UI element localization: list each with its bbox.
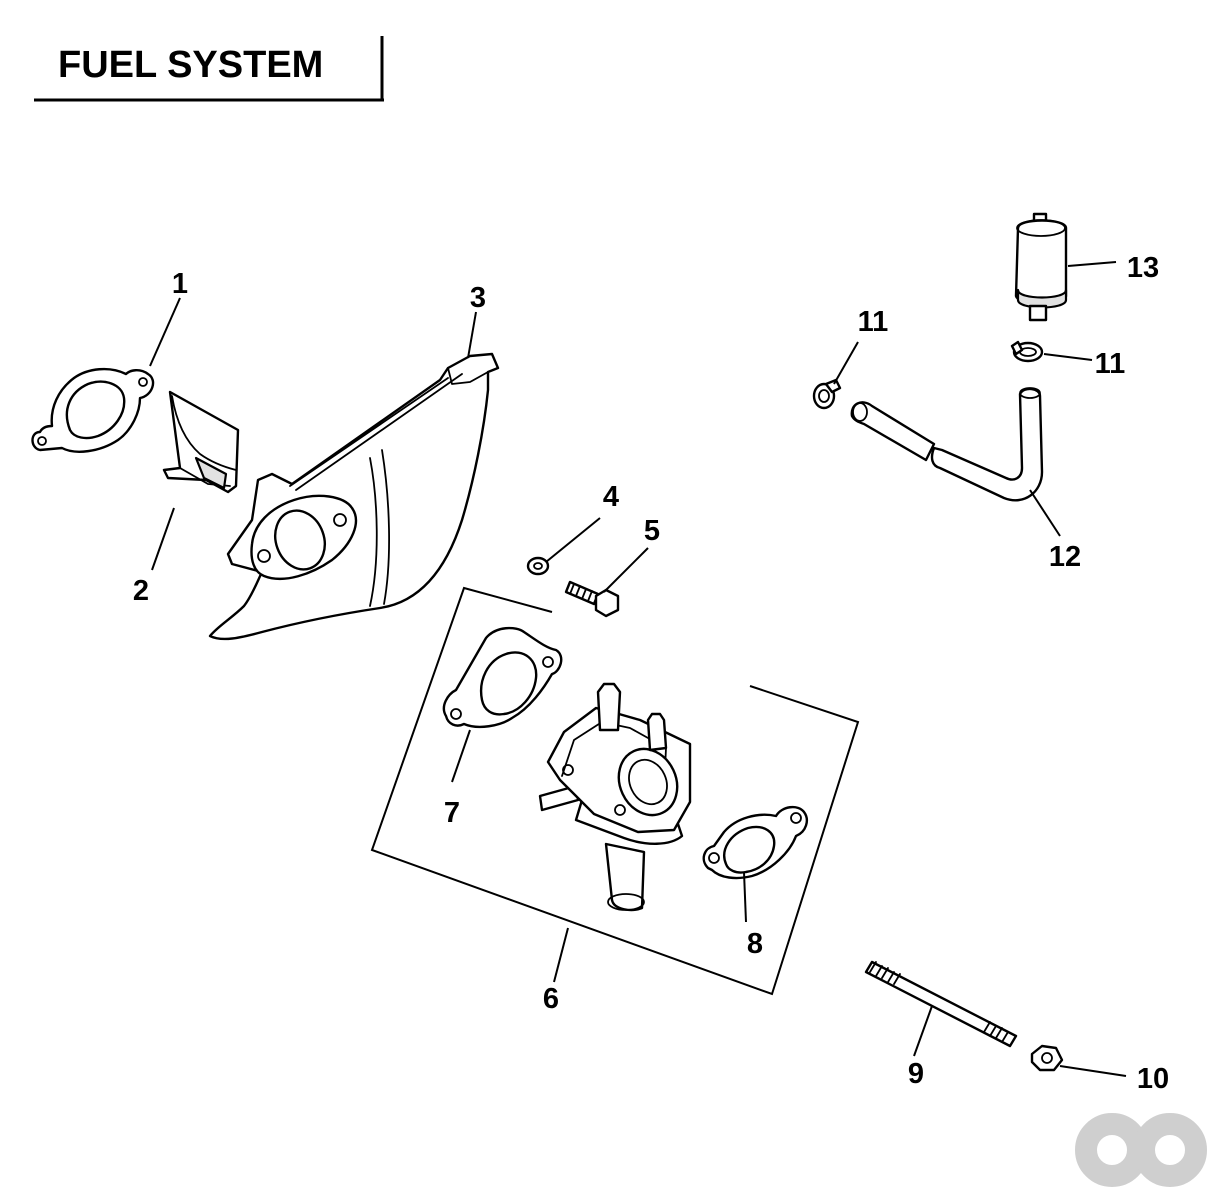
callout-10: 10 xyxy=(1137,1063,1169,1095)
callout-5: 5 xyxy=(644,515,660,547)
page-title: FUEL SYSTEM xyxy=(58,44,323,86)
part-7-gasket xyxy=(442,626,563,729)
leader-7 xyxy=(451,729,471,783)
leader-lines xyxy=(149,261,1127,1077)
part-1-gasket xyxy=(31,367,155,453)
leader-9 xyxy=(913,1005,933,1057)
watermark-logo xyxy=(1075,1113,1207,1187)
part-3-shroud xyxy=(208,352,500,641)
leader-2 xyxy=(151,507,175,571)
title-block: FUEL SYSTEM xyxy=(34,36,384,102)
part-10-nut xyxy=(1030,1044,1064,1072)
callout-8: 8 xyxy=(747,928,763,960)
leader-12 xyxy=(1029,489,1061,537)
leader-11a xyxy=(833,341,859,385)
part-11-clamp-left xyxy=(812,378,842,410)
callout-1: 1 xyxy=(172,268,188,300)
callout-2: 2 xyxy=(133,575,149,607)
part-5-bolt xyxy=(564,580,620,618)
callout-7: 7 xyxy=(444,797,460,829)
leader-6 xyxy=(553,927,569,983)
leader-3 xyxy=(467,311,477,359)
leader-8 xyxy=(743,871,747,923)
callout-6: 6 xyxy=(543,983,559,1015)
part-13-fuel-filter xyxy=(1014,212,1068,322)
part-8-gasket xyxy=(702,805,808,880)
callout-13: 13 xyxy=(1127,252,1159,284)
callout-12: 12 xyxy=(1049,541,1081,573)
callout-11-right: 11 xyxy=(1095,348,1126,380)
leader-11b xyxy=(1043,353,1093,361)
callout-11-left: 11 xyxy=(858,306,889,338)
leader-10 xyxy=(1059,1065,1127,1077)
leader-5 xyxy=(603,547,649,593)
callout-labels: 1 2 3 4 5 6 7 8 9 10 11 11 12 13 xyxy=(133,252,1169,1095)
leader-13 xyxy=(1067,261,1117,267)
part-2-bracket xyxy=(162,390,240,494)
leader-1 xyxy=(149,297,181,367)
callout-9: 9 xyxy=(908,1058,924,1090)
part-9-stud xyxy=(864,960,1018,1048)
part-12-fuel-hose xyxy=(850,387,1044,502)
part-4-washer xyxy=(526,556,550,576)
part-6-assembly-frame xyxy=(370,586,860,996)
part-11-clamp-right xyxy=(1010,340,1044,363)
leader-4 xyxy=(545,517,601,563)
callout-4: 4 xyxy=(603,481,619,513)
carburetor-body xyxy=(538,682,692,912)
callout-3: 3 xyxy=(470,282,486,314)
